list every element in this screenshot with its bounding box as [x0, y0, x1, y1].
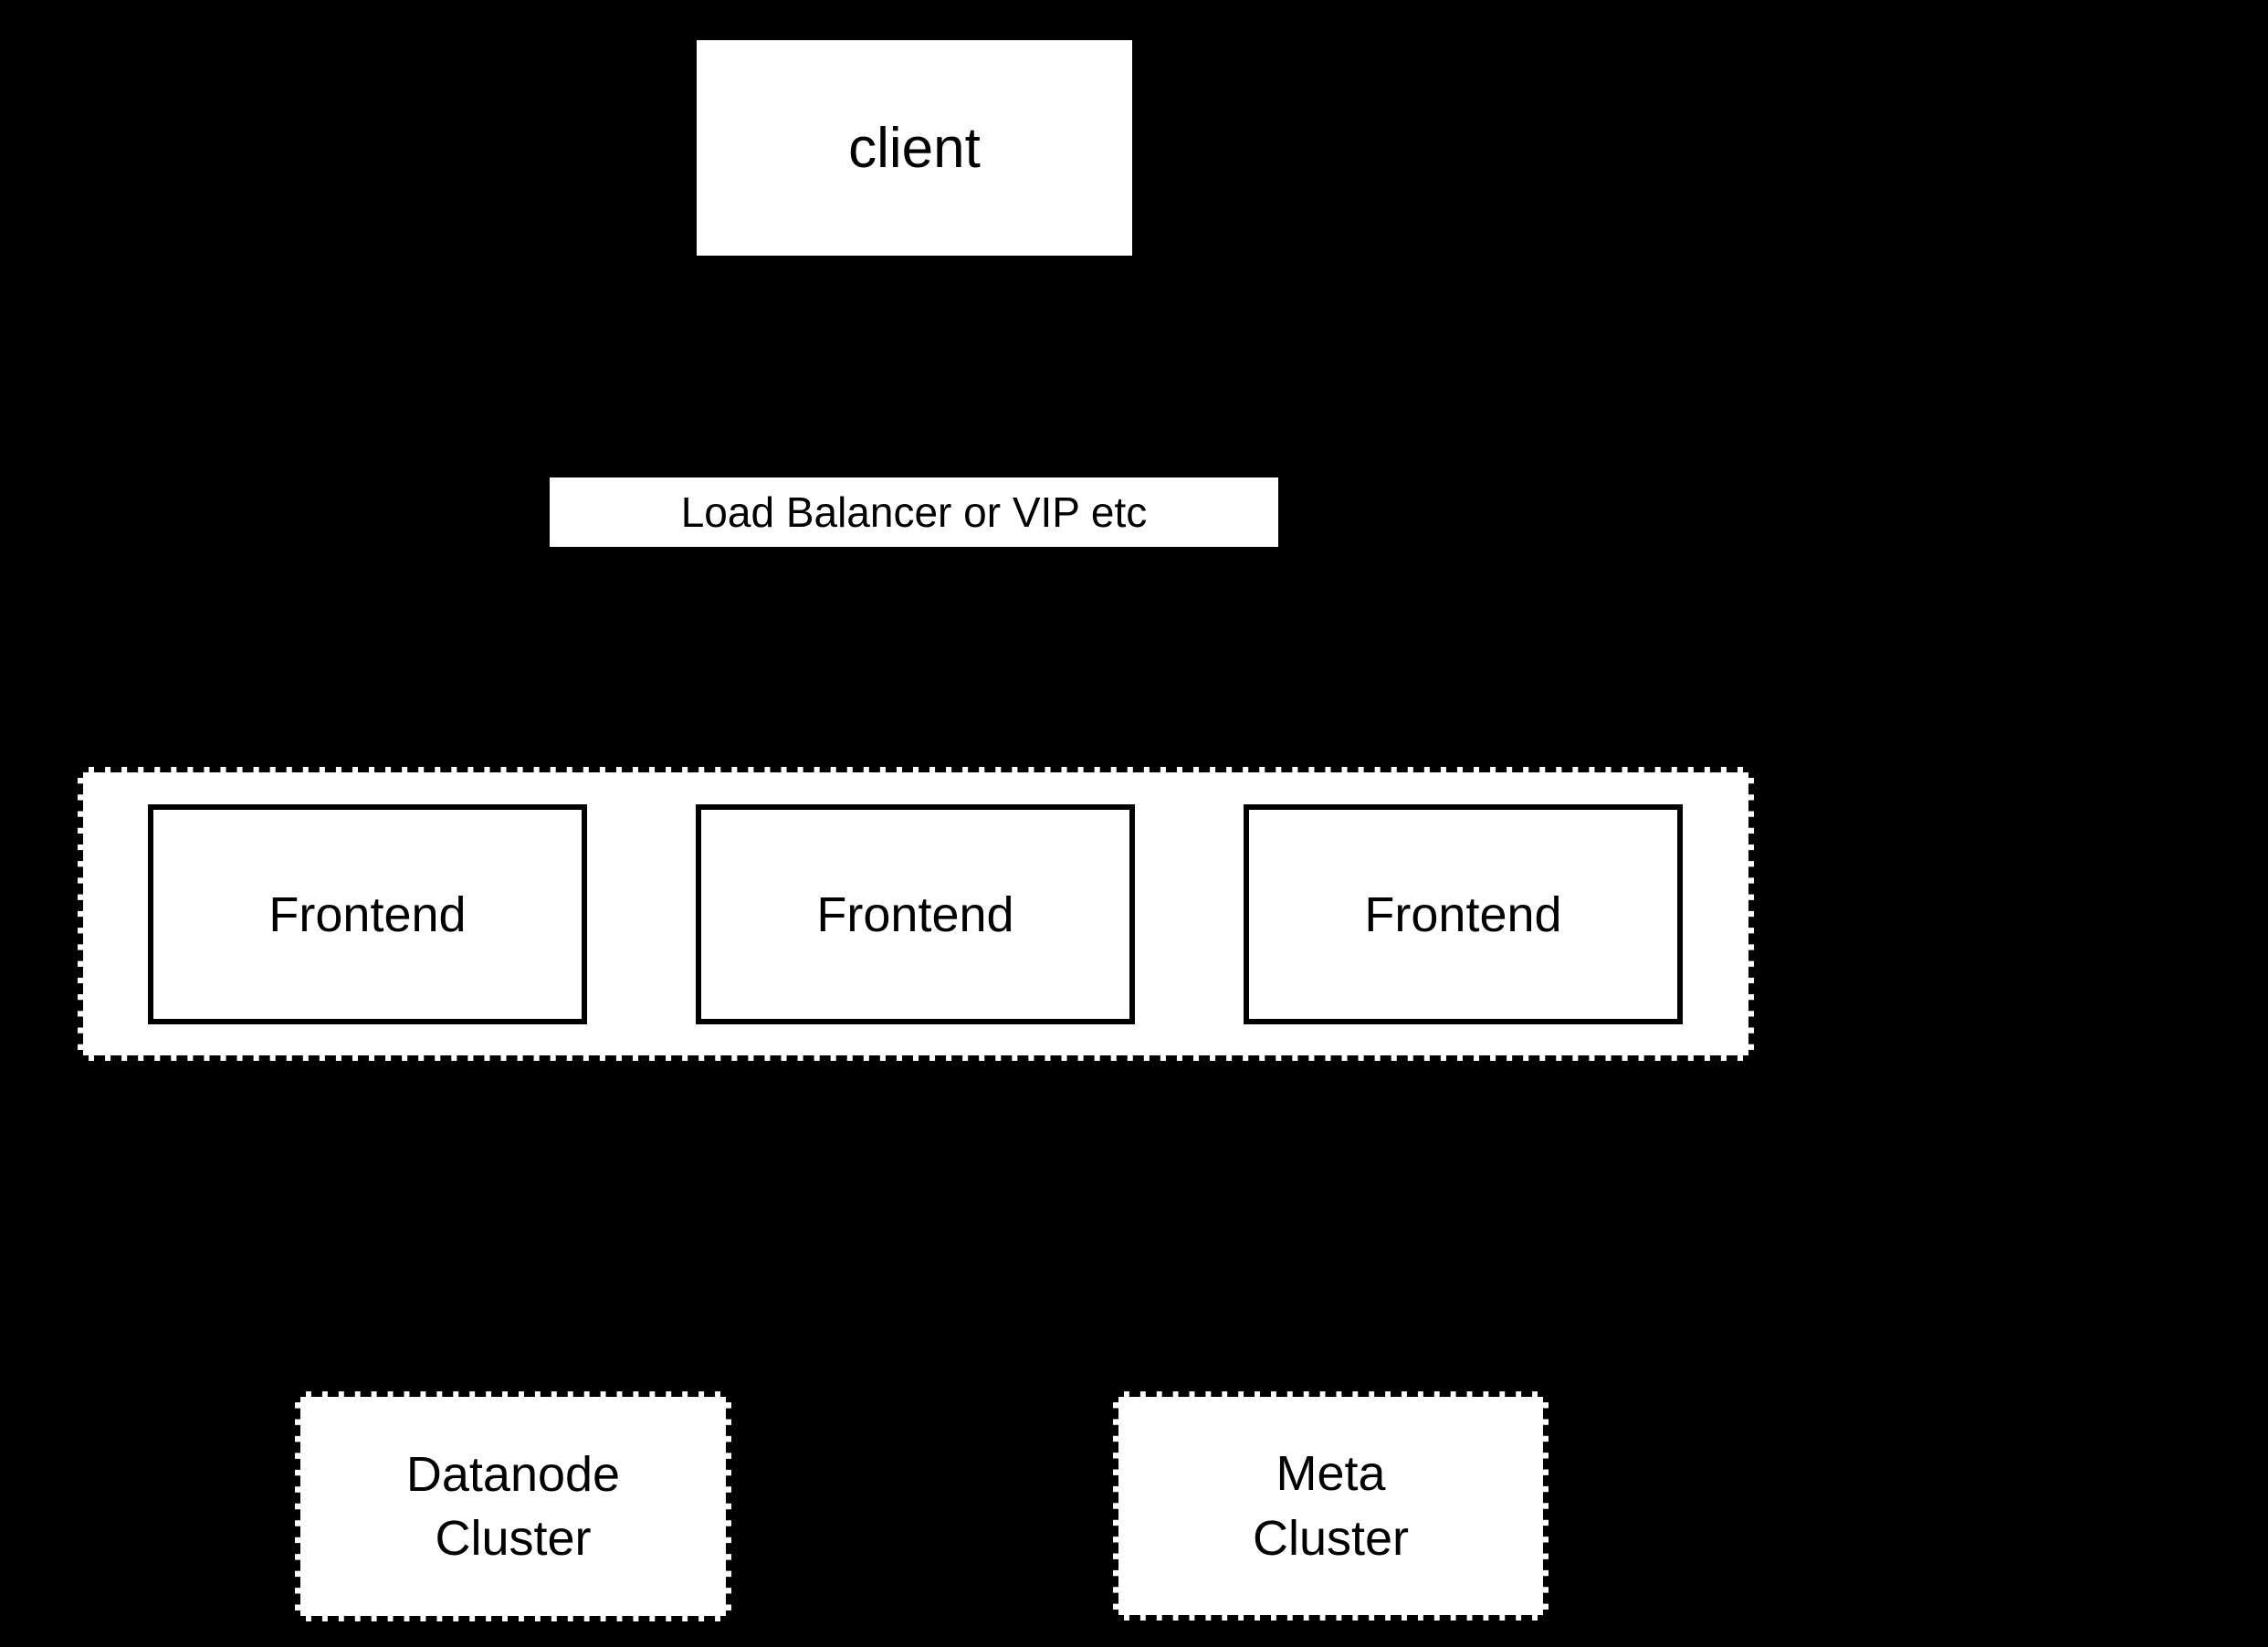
frontend-node-2: Frontend: [696, 804, 1135, 1024]
datanode-cluster-label-line-1: Datanode: [405, 1446, 621, 1502]
datanode-cluster-label-line-2: Cluster: [435, 1511, 592, 1566]
meta-cluster-label-line-1: Meta: [1276, 1446, 1386, 1502]
frontend-node-1: Frontend: [148, 804, 587, 1024]
frontend-label-1: Frontend: [268, 886, 467, 942]
frontend-label-3: Frontend: [1364, 886, 1562, 942]
load-balancer-label: Load Balancer or VIP etc: [680, 488, 1148, 536]
client-node: client: [697, 40, 1132, 256]
frontend-node-3: Frontend: [1244, 804, 1683, 1024]
datanode-cluster-node: Datanode Cluster: [295, 1391, 731, 1621]
client-label: client: [848, 116, 981, 180]
frontend-label-2: Frontend: [816, 886, 1014, 942]
load-balancer-node: Load Balancer or VIP etc: [550, 477, 1278, 547]
meta-cluster-label-line-2: Cluster: [1252, 1510, 1410, 1566]
meta-cluster-node: Meta Cluster: [1113, 1391, 1549, 1621]
frontend-group-container: Frontend Frontend Frontend: [78, 767, 1754, 1061]
